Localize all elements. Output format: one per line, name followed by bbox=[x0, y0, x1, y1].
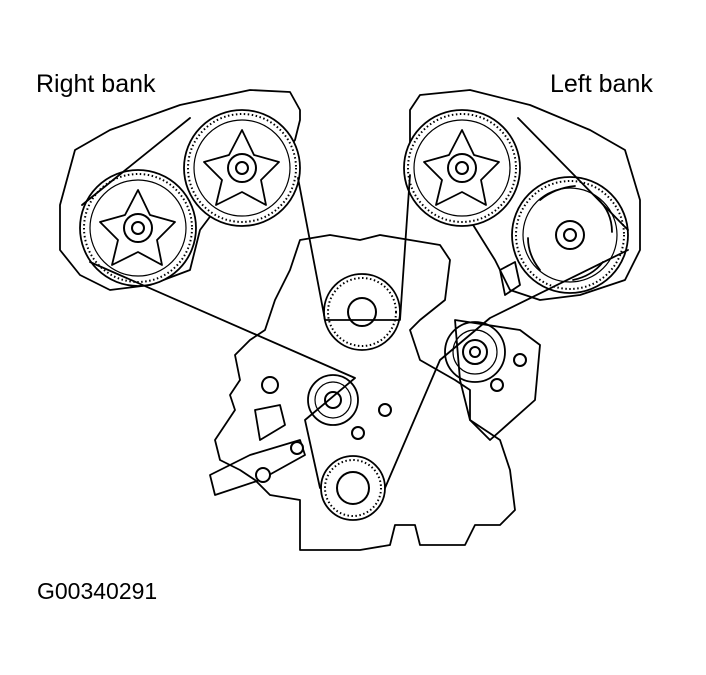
left-bank-rear-cam-pulley bbox=[511, 176, 629, 294]
figure-code: G00340291 bbox=[37, 578, 158, 604]
timing-belt bbox=[81, 117, 629, 489]
idler-pulley bbox=[444, 321, 506, 383]
right-bank-front-cam-pulley bbox=[183, 109, 301, 227]
crankshaft-pulley bbox=[320, 455, 386, 521]
left-bank-label: Left bank bbox=[550, 70, 653, 98]
engine-block-outline bbox=[214, 234, 516, 551]
auto-tensioner bbox=[209, 439, 306, 496]
right-bank-rear-cam-pulley bbox=[79, 169, 197, 287]
tensioner-pulley bbox=[307, 374, 359, 426]
right-bank-label: Right bank bbox=[36, 70, 156, 98]
cam-sensor-bracket bbox=[499, 261, 521, 296]
idler-bracket bbox=[454, 319, 541, 441]
water-pump-pulley bbox=[323, 273, 401, 351]
left-bank-front-cam-pulley bbox=[403, 109, 521, 227]
